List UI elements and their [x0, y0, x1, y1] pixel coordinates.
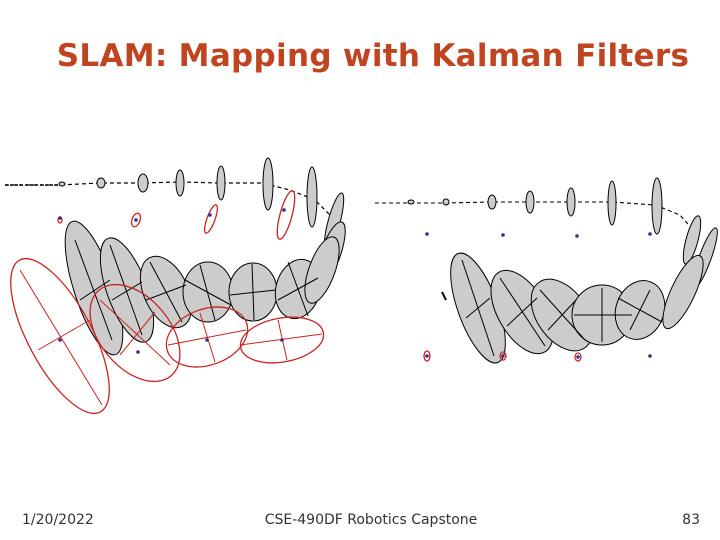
footer-page-number: 83: [682, 512, 700, 528]
landmark-point: [575, 234, 579, 238]
pose-ellipse: [407, 199, 415, 205]
landmark-point: [425, 232, 429, 236]
landmark-point: [282, 208, 286, 212]
landmark-ellipse: [89, 283, 181, 383]
slide-title: SLAM: Mapping with Kalman Filters: [56, 38, 690, 74]
left-panel: [5, 157, 346, 415]
landmark-ellipse: [574, 352, 582, 362]
landmark-point: [576, 355, 580, 359]
footer-course: CSE-490DF Robotics Capstone: [264, 512, 478, 528]
landmark-ellipse: [276, 190, 296, 240]
landmark-ellipse: [499, 351, 507, 361]
landmark-point: [501, 233, 505, 237]
landmark-point: [648, 354, 652, 358]
right-robot-marker: [441, 291, 447, 301]
landmark-point: [425, 354, 429, 358]
pose-ellipse: [662, 254, 704, 330]
footer-date: 1/20/2022: [22, 512, 94, 528]
pose-ellipse: [607, 180, 617, 226]
pose-ellipse: [137, 173, 149, 193]
slam-figure: [5, 157, 718, 415]
pose-ellipse: [216, 165, 226, 201]
landmark-point: [501, 354, 505, 358]
right-robot-path: [375, 201, 696, 233]
pose-ellipse: [96, 177, 106, 189]
pose-ellipse: [566, 187, 576, 217]
landmark-point: [208, 213, 212, 217]
landmark-point: [280, 338, 284, 342]
landmark-point: [58, 216, 62, 220]
landmark-ellipse: [203, 204, 219, 234]
pose-ellipse: [651, 177, 663, 235]
landmark-point: [136, 350, 140, 354]
pose-ellipse: [58, 181, 66, 187]
pose-ellipse: [304, 236, 340, 304]
landmark-ellipse: [423, 350, 431, 362]
pose-ellipse: [175, 169, 185, 197]
pose-ellipse: [525, 190, 535, 214]
landmark-point: [134, 218, 138, 222]
pose-ellipse: [442, 198, 450, 206]
pose-ellipse: [306, 166, 318, 228]
pose-ellipse: [262, 157, 274, 211]
landmark-ellipse: [239, 316, 325, 364]
landmark-point: [648, 232, 652, 236]
landmark-ellipse: [165, 306, 249, 368]
landmark-point: [58, 338, 62, 342]
landmark-point: [205, 338, 209, 342]
right-panel: [375, 177, 718, 364]
pose-ellipse: [487, 194, 497, 210]
landmark-ellipse: [130, 212, 142, 228]
